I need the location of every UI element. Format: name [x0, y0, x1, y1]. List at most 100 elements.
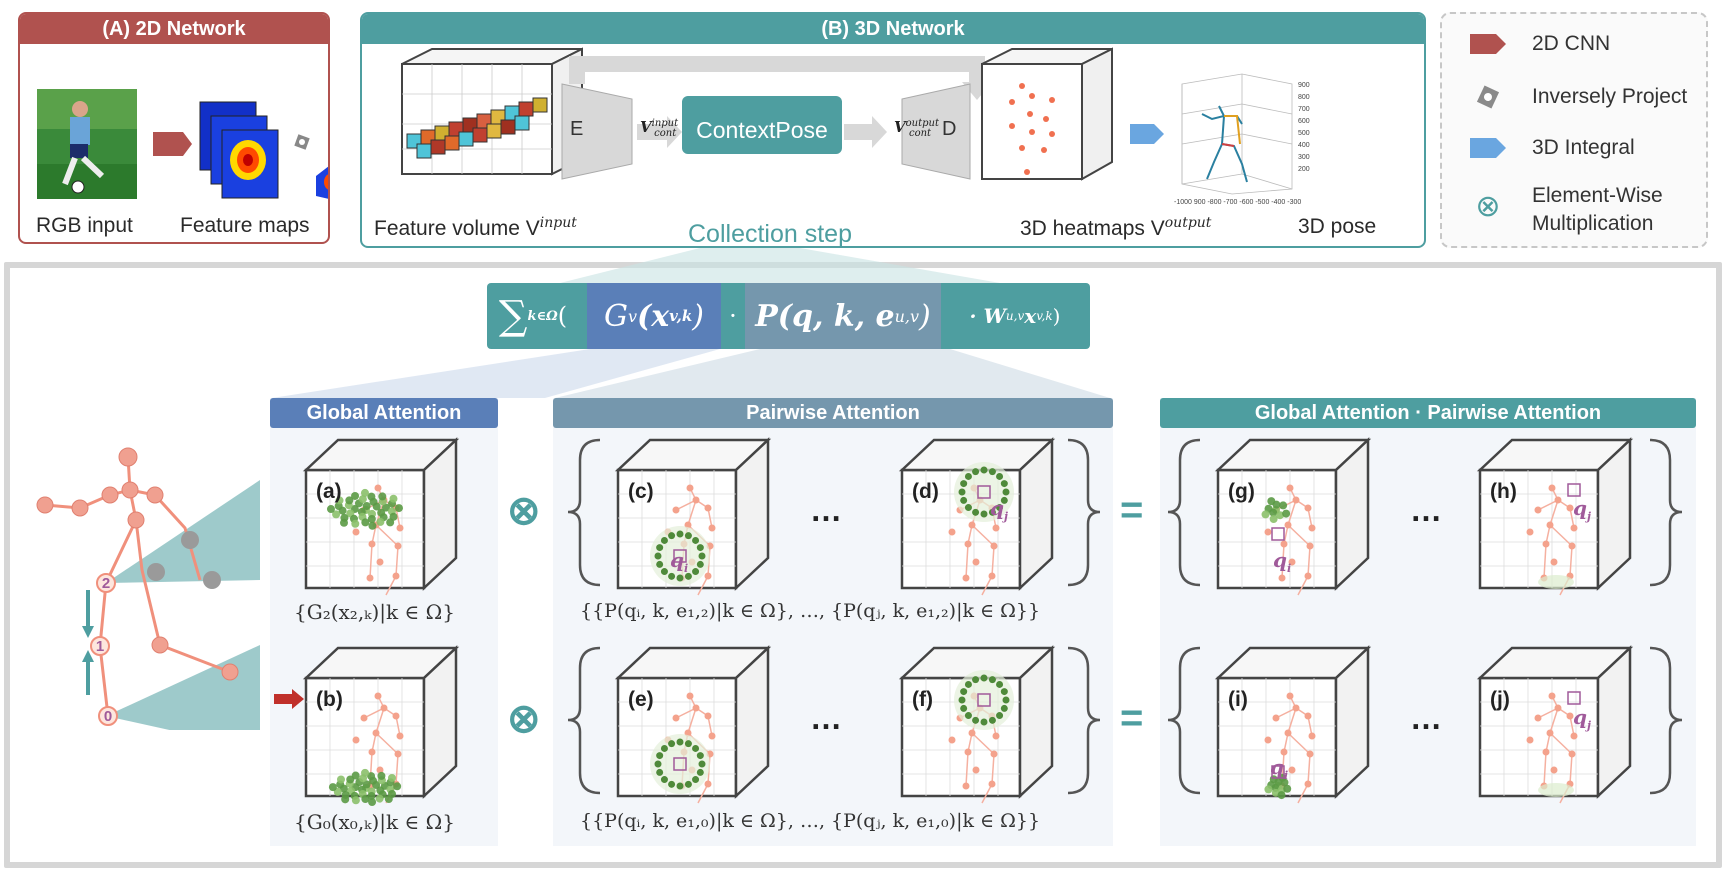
contextpose-label: ContextPose — [696, 117, 828, 143]
selected-joint-arrow-icon — [274, 689, 304, 709]
caption-g0: {G₀(x₀,ₖ)|k ∈ Ω} — [294, 810, 455, 834]
legend: 2D CNN Inversely Project 3D Integral ⊗ E… — [1440, 12, 1708, 248]
cube-e — [614, 645, 772, 804]
ellipsis-cd: … — [810, 492, 842, 528]
combined-attention-header: Global Attention · Pairwise Attention — [1160, 398, 1696, 428]
rgb-input-image — [37, 89, 137, 199]
equals-operator-top: = — [1120, 488, 1144, 532]
ellipsis-ij: … — [1410, 700, 1442, 736]
svg-text:300: 300 — [1298, 154, 1310, 161]
panel-label-h: (h) — [1490, 480, 1517, 503]
cube-f — [898, 645, 1056, 804]
ellipsis-ef: … — [810, 700, 842, 736]
caption-p12: {{P(qᵢ, k, e₁,₂)|k ∈ Ω}, …, {P(qⱼ, k, e₁… — [580, 600, 1041, 622]
q-label-j: qj — [1573, 705, 1591, 732]
panel-label-c: (c) — [628, 480, 654, 503]
panel-label-d: (d) — [912, 480, 939, 503]
q-label-c: qi — [670, 548, 689, 575]
q-label-i: qi — [1270, 755, 1289, 782]
panel-label-b: (b) — [316, 688, 343, 711]
contextpose-block — [682, 96, 842, 154]
cnn-arrow-icon — [1470, 34, 1506, 54]
cube-j — [1476, 645, 1634, 804]
cube-h — [1476, 437, 1634, 596]
pose-label: 3D pose — [1298, 215, 1377, 238]
global-attention-header: Global Attention — [270, 398, 498, 428]
skeleton-graph: 2 1 0 — [36, 447, 260, 730]
cube-d — [898, 437, 1056, 596]
inverse-project-icon — [294, 134, 310, 150]
rgb-input-label: RGB input — [36, 214, 133, 237]
svg-text:200: 200 — [1298, 166, 1310, 173]
heatmap-cube — [981, 47, 1113, 181]
legend-item-inverse-project: Inversely Project — [1462, 82, 1687, 112]
joint-label-1: 1 — [96, 638, 104, 655]
feature-volume-label: Feature volume Vinput — [374, 215, 577, 240]
pose-plot-ticks: 900 800 700 600 500 400 300 200 -1000 90… — [1174, 82, 1310, 206]
q-label-g: qi — [1273, 548, 1292, 575]
equals-operator-bottom: = — [1120, 696, 1144, 740]
cube-b — [302, 645, 460, 807]
svg-text:500: 500 — [1298, 130, 1310, 137]
panel-2d-network: (A) 2D Network — [18, 12, 330, 244]
cube-c — [614, 437, 772, 596]
elementwise-mult-icon: ⊗ — [1475, 190, 1501, 223]
inverse-project-icon — [1476, 85, 1500, 109]
decoder-block — [901, 83, 971, 180]
legend-item-2d-cnn: 2D CNN — [1462, 32, 1610, 56]
cube-g — [1214, 437, 1372, 596]
legend-item-elementwise: ⊗ Element-Wise Multiplication — [1475, 184, 1663, 235]
panel-label-j: (j) — [1490, 688, 1510, 711]
caption-g2: {G₂(x₂,ₖ)|k ∈ Ω} — [294, 600, 455, 624]
joint-label-0: 0 — [104, 708, 112, 725]
pairwise-attention-header: Pairwise Attention — [553, 398, 1113, 428]
cube-i — [1214, 645, 1372, 804]
svg-text:900: 900 — [1298, 82, 1310, 89]
integral-arrow-icon — [1470, 138, 1506, 158]
svg-text:-1000 900 -800 -700 -600 -500: -1000 900 -800 -700 -600 -500 -400 -300 — [1174, 199, 1301, 206]
encoder-label: E — [570, 118, 584, 140]
panel-label-e: (e) — [628, 688, 654, 711]
panel-label-i: (i) — [1228, 688, 1248, 711]
cube-a — [302, 437, 460, 596]
q-label-h: qj — [1573, 496, 1591, 523]
panel-3d-network: (B) 3D Network — [360, 12, 1426, 248]
panel-label-g: (g) — [1228, 480, 1255, 503]
collection-step-label: Collection step — [688, 220, 852, 248]
caption-p10: {{P(qᵢ, k, e₁,₀)|k ∈ Ω}, …, {P(qⱼ, k, e₁… — [580, 810, 1041, 832]
feature-maps-stack — [199, 101, 279, 199]
panel-3d-network-title: (B) 3D Network — [362, 14, 1424, 44]
formula-sum: ∑k∈Ω( — [498, 293, 568, 339]
panel-2d-network-title: (A) 2D Network — [20, 14, 328, 44]
mult-operator-top: ⊗ — [507, 489, 541, 533]
feature-maps-label: Feature maps — [180, 214, 310, 237]
decoder-label: D — [942, 118, 957, 140]
v-cont-output: Voutputcont — [894, 118, 939, 139]
legend-item-3d-integral: 3D Integral — [1462, 136, 1635, 160]
formula-dot: · — [729, 302, 737, 330]
encoder-block — [561, 83, 633, 180]
cnn-arrow-icon — [153, 132, 192, 156]
joint-label-2: 2 — [102, 575, 110, 592]
svg-text:800: 800 — [1298, 94, 1310, 101]
panel-3d-network-graphics: 900 800 700 600 500 400 300 200 -1000 90… — [401, 47, 1310, 206]
panel-label-a: (a) — [316, 480, 342, 503]
pose-plot — [1181, 73, 1293, 195]
panel-2d-network-graphics — [37, 89, 328, 199]
v-cont-input: Vinputcont — [640, 118, 679, 139]
heatmaps-label: 3D heatmaps Voutput — [1020, 215, 1212, 240]
ellipsis-gh: … — [1410, 492, 1442, 528]
svg-text:700: 700 — [1298, 106, 1310, 113]
svg-text:600: 600 — [1298, 118, 1310, 125]
panel-label-f: (f) — [912, 688, 933, 711]
q-label-d: qj — [990, 496, 1008, 523]
integral-arrow-icon — [1130, 124, 1164, 144]
svg-text:400: 400 — [1298, 142, 1310, 149]
